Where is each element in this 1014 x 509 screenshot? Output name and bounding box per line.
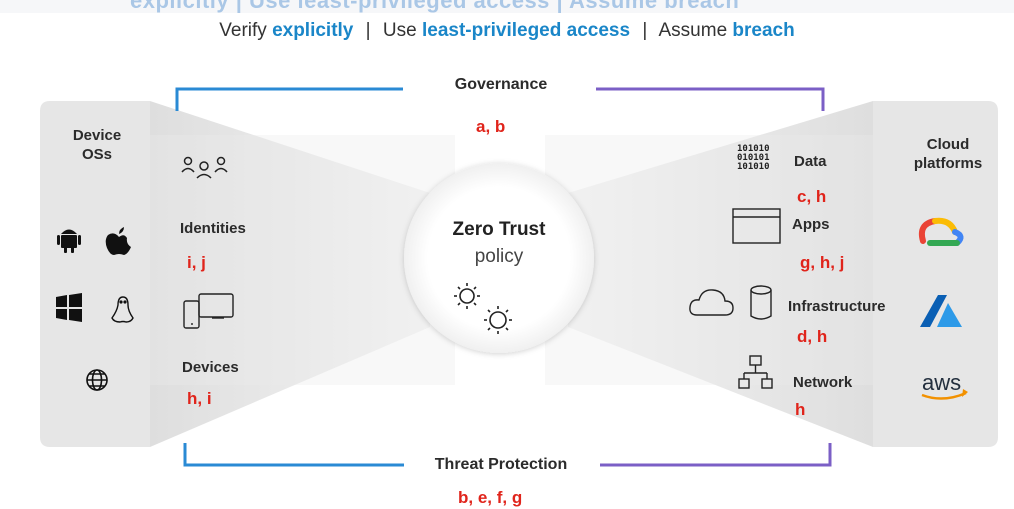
- gear-icon: [454, 283, 480, 309]
- governance-bracket-left: [175, 87, 403, 111]
- network-label: Network: [793, 374, 853, 391]
- data-binary-row: 010101: [737, 153, 770, 163]
- threat-bracket-right: [600, 443, 832, 467]
- principles-line: Verify explicitly | Use least-privileged…: [0, 20, 1014, 42]
- network-icon: [738, 355, 773, 389]
- android-icon: [57, 229, 81, 253]
- device-oss-title-line2: OSs: [81, 146, 112, 163]
- apps-refs: g, h, j: [800, 253, 845, 272]
- devices-icon: [183, 293, 234, 329]
- identities-refs: i, j: [187, 253, 206, 272]
- infrastructure-cloud-icon: [689, 289, 734, 316]
- threat-bracket-left: [183, 443, 404, 467]
- network-refs: h: [795, 400, 806, 419]
- aws-logo-text: aws: [922, 370, 962, 395]
- principle-assume: Assume: [658, 20, 728, 41]
- linux-icon: [111, 296, 134, 323]
- identities-people-icon: [181, 156, 228, 179]
- google-cloud-icon: [918, 217, 964, 246]
- left-panel: [40, 101, 150, 447]
- right-fan: [568, 101, 873, 447]
- globe-icon: [86, 369, 108, 391]
- left-fan: [150, 101, 430, 447]
- data-label: Data: [794, 153, 827, 170]
- governance-bracket-right: [596, 87, 825, 111]
- principle-verify: Verify: [219, 20, 267, 41]
- principle-least-privilege-emphasis: least-privileged access: [421, 20, 631, 41]
- device-oss-title-line1: Device: [72, 127, 122, 144]
- principle-verify-emphasis: explicitly: [272, 20, 354, 41]
- data-binary-row: 101010: [737, 144, 770, 154]
- apps-label: Apps: [792, 216, 830, 233]
- threat-protection-label: Threat Protection: [434, 456, 568, 473]
- zero-trust-circle: [404, 163, 594, 353]
- governance-refs: a, b: [476, 117, 506, 136]
- identities-label: Identities: [180, 220, 246, 237]
- apps-window-icon: [732, 208, 781, 244]
- infrastructure-refs: d, h: [797, 327, 828, 346]
- governance-label: Governance: [454, 76, 548, 93]
- devices-label: Devices: [182, 359, 239, 376]
- top-cropped-text: explicitly | Use least-privileged access…: [130, 0, 740, 13]
- top-cropped-banner: explicitly | Use least-privileged access…: [0, 0, 1014, 13]
- cloud-platforms-title-line1: Cloud: [926, 136, 970, 153]
- principle-use: Use: [382, 20, 417, 41]
- infrastructure-label: Infrastructure: [788, 298, 886, 315]
- database-cylinder-icon: [750, 285, 772, 320]
- right-panel: [873, 101, 998, 447]
- aws-smile-icon: [921, 391, 967, 400]
- apple-icon: [105, 227, 131, 255]
- cloud-platforms-title-line2: platforms: [913, 155, 983, 172]
- gear-icon: [484, 306, 512, 334]
- threat-protection-refs: b, e, f, g: [458, 488, 523, 507]
- data-binary-icon: 101010 010101 101010: [737, 145, 770, 172]
- zero-trust-subtitle: policy: [474, 246, 524, 267]
- data-refs: c, h: [797, 187, 827, 206]
- devices-refs: h, i: [187, 389, 212, 408]
- principle-breach-emphasis: breach: [732, 20, 795, 41]
- zero-trust-title: Zero Trust: [452, 219, 546, 240]
- azure-icon: [920, 295, 962, 327]
- data-binary-row: 101010: [737, 162, 770, 172]
- principle-separator: |: [642, 20, 648, 41]
- principle-separator: |: [365, 20, 371, 41]
- windows-icon: [56, 293, 82, 322]
